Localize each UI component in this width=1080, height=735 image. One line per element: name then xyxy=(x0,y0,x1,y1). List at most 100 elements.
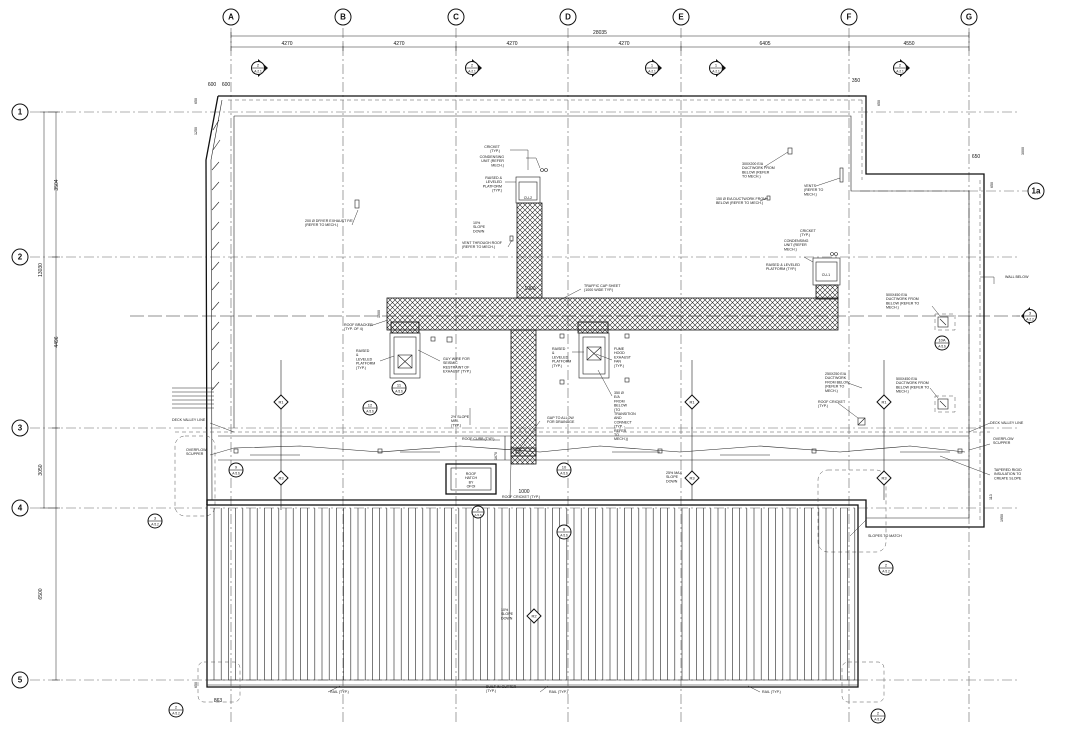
note-roof-curb: ROOF CURB (TYP.) xyxy=(462,437,494,441)
svg-text:A-5.6: A-5.6 xyxy=(474,513,482,517)
span-dimension: 4270 xyxy=(618,41,629,47)
section-mark: 1 A-2.1 xyxy=(645,59,662,77)
note-roof-cricket-right: ROOF CRICKET(TYP.) xyxy=(818,400,846,408)
svg-text:A-2.1: A-2.1 xyxy=(648,70,656,74)
svg-text:R1: R1 xyxy=(689,400,695,405)
duct-box-right-2 xyxy=(934,395,956,413)
roof-tag: R1 xyxy=(684,394,700,410)
svg-text:A-5.2: A-5.2 xyxy=(151,523,159,527)
span-dimension: 4270 xyxy=(506,41,517,47)
roof-tag: R1 xyxy=(876,394,892,410)
svg-text:650: 650 xyxy=(877,100,881,106)
detail-callout: 10A-5.6 xyxy=(556,462,572,478)
note-deck-valley-right: DECK VALLEY LINE xyxy=(990,421,1024,425)
section-mark: 2 A-2.1 xyxy=(251,59,268,77)
condensing-unit-cu1: CU-1 xyxy=(812,257,841,286)
roof-cricket-box xyxy=(857,417,866,426)
svg-text:11: 11 xyxy=(397,383,402,388)
overall-dimension: 28035 xyxy=(593,30,607,36)
top-dimension-strings: 28035 4270 4270 4270 4270 6405 4550 xyxy=(230,30,970,51)
svg-text:650: 650 xyxy=(194,98,198,104)
svg-text:8: 8 xyxy=(563,527,566,532)
note-rail1: RAIL (TYP.) xyxy=(330,690,349,694)
section-mark: 1 A-2.1 xyxy=(709,59,726,77)
note-roof-bracker: ROOF BRACKER(TYP. OF 4) xyxy=(344,323,373,331)
section-mark: 2 A-2.1 xyxy=(465,59,482,77)
svg-text:CU-1: CU-1 xyxy=(822,273,830,277)
svg-text:600: 600 xyxy=(222,82,231,88)
detail-callout: 2A-5.2 xyxy=(878,560,894,576)
svg-text:2: 2 xyxy=(18,253,23,262)
svg-text:2: 2 xyxy=(877,711,880,716)
svg-text:A-5.2: A-5.2 xyxy=(882,570,890,574)
span-dimension: 4270 xyxy=(281,41,292,47)
exhaust-fan-mid xyxy=(578,332,610,379)
svg-text:13030: 13030 xyxy=(38,263,44,277)
grid-bubble-f: F xyxy=(840,8,858,26)
grid-bubble-g: G xyxy=(960,8,978,26)
detail-callout: 2A-5.6 xyxy=(471,505,485,519)
grid-bubble-5: 5 xyxy=(11,671,29,689)
svg-text:G: G xyxy=(966,13,972,22)
svg-text:4496: 4496 xyxy=(54,336,60,347)
svg-text:2: 2 xyxy=(471,63,474,68)
svg-text:1a: 1a xyxy=(1032,187,1041,196)
svg-text:1: 1 xyxy=(715,63,718,68)
svg-text:A-2.1: A-2.1 xyxy=(896,70,904,74)
grid-bubbles: A B C D E F G 1 1a 2 3 4 5 xyxy=(11,8,1045,689)
roof-tag: R1 xyxy=(273,394,289,410)
section-mark: 2 A-2.1 xyxy=(893,59,910,77)
condensing-unit-cu2: CU-2 xyxy=(515,176,541,204)
svg-text:5: 5 xyxy=(18,676,23,685)
svg-text:650: 650 xyxy=(972,154,981,160)
roof-tag: R2 xyxy=(526,608,542,624)
roof-tag: R3 xyxy=(273,470,289,486)
note-rail2: RAIL (TYP.) xyxy=(549,690,568,694)
note-roof-cricket-bottom: ROOF CRICKET (TYP.) xyxy=(502,495,540,499)
svg-text:A-2.1: A-2.1 xyxy=(712,70,720,74)
svg-text:R1: R1 xyxy=(278,400,284,405)
svg-text:650: 650 xyxy=(990,182,994,188)
svg-text:R3: R3 xyxy=(278,476,284,481)
note-cricket-typ: CRICKET(TYP.) xyxy=(484,145,501,153)
svg-text:1670: 1670 xyxy=(494,452,498,460)
grid-bubble-c: C xyxy=(447,8,465,26)
svg-text:3050: 3050 xyxy=(38,464,44,475)
note-wall-below: WALL BELOW xyxy=(1005,275,1029,279)
svg-text:A-2.1: A-2.1 xyxy=(468,70,476,74)
svg-text:350: 350 xyxy=(852,78,861,84)
svg-text:2: 2 xyxy=(175,705,178,710)
span-dimension: 4270 xyxy=(393,41,404,47)
svg-text:3504: 3504 xyxy=(54,179,60,190)
roof-tags: R1 R1 R1 R3 R3 R3 R2 xyxy=(273,360,892,624)
note-deck-valley-left: DECK VALLEY LINE xyxy=(172,418,206,422)
vent-symbols xyxy=(354,147,844,385)
section-mark: 3 A-2.2 xyxy=(1021,307,1037,325)
duct-box-right-1 xyxy=(934,313,956,331)
svg-text:A-5.6: A-5.6 xyxy=(232,472,240,476)
detail-callout: 12A-5.6 xyxy=(362,400,378,416)
leader-lines xyxy=(209,149,995,693)
svg-text:1: 1 xyxy=(651,63,654,68)
span-dimension: 4550 xyxy=(903,41,914,47)
svg-text:863: 863 xyxy=(214,698,223,704)
note-cricket-right: CRICKET(TYP.) xyxy=(800,229,817,237)
